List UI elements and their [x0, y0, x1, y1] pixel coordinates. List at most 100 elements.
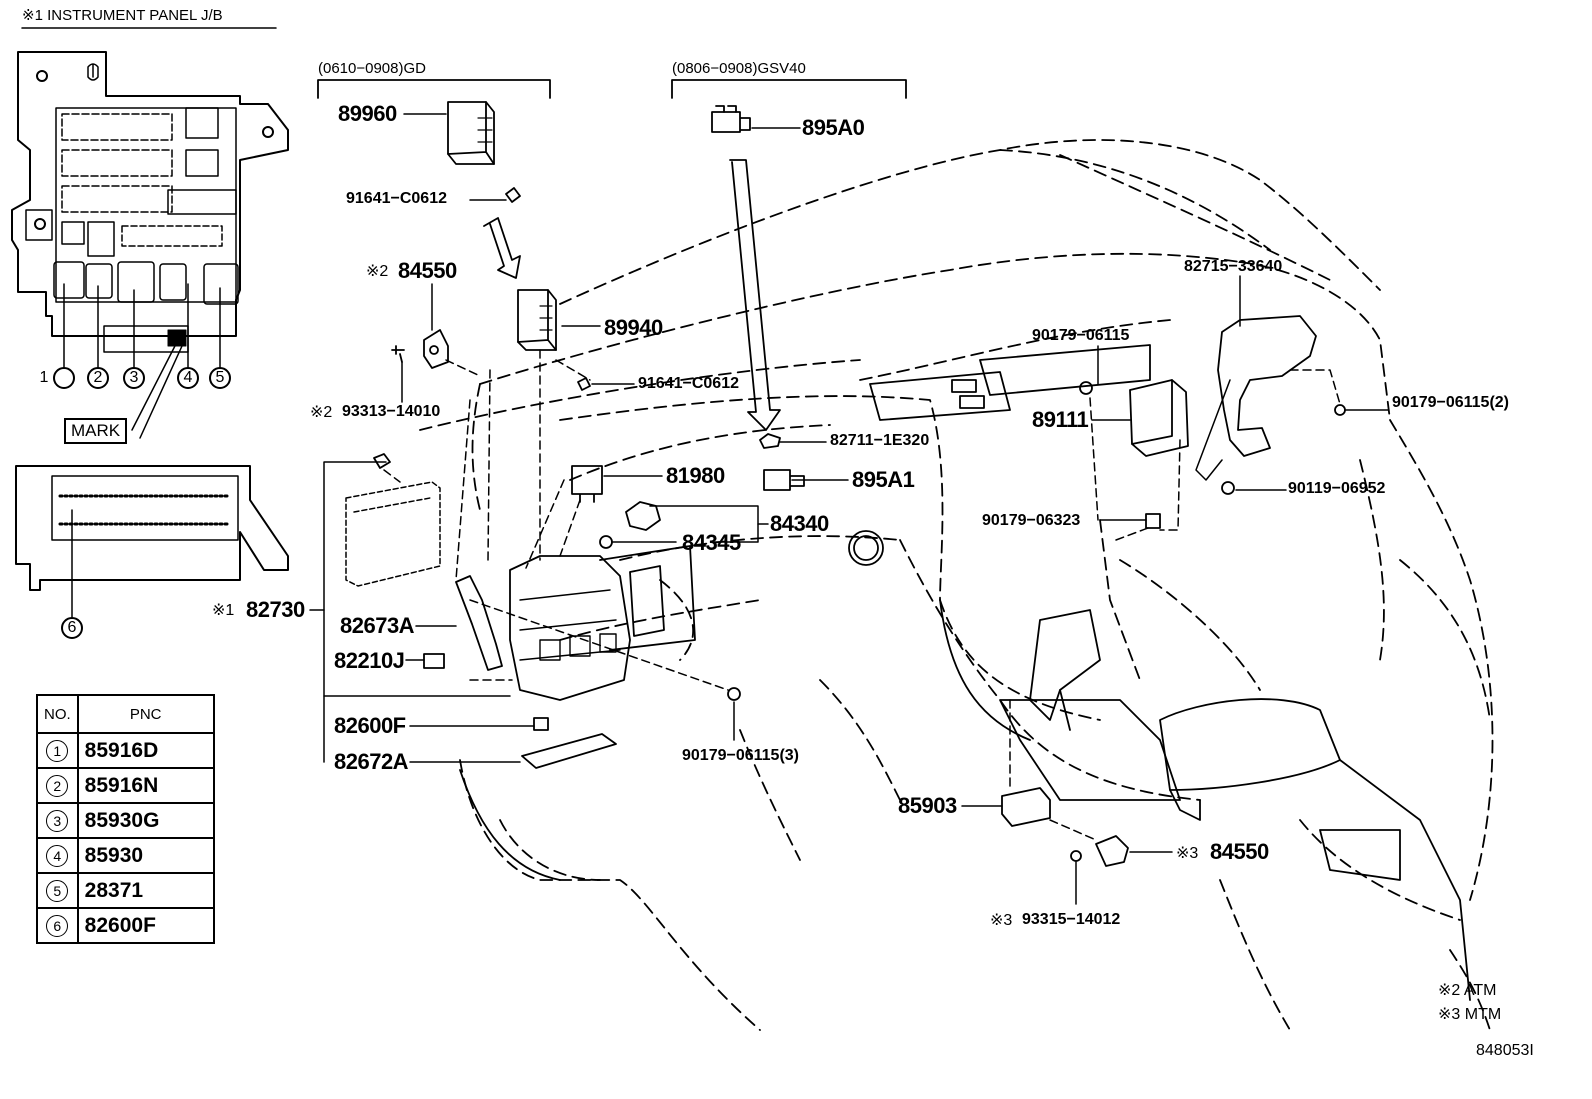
variant-gsv40: (0806−0908)GSV40: [672, 60, 806, 77]
part-85903: [1001, 787, 1051, 827]
label-82673A: 82673A: [340, 613, 415, 638]
part-84550a: [423, 329, 449, 369]
row-pnc: 85916D: [76, 732, 215, 769]
label-895A0: 895A0: [802, 115, 865, 140]
table-header-row: NO. PNC: [36, 694, 215, 734]
part-84345: [599, 535, 613, 549]
table-header-no: NO.: [36, 694, 79, 734]
part-90179-06323: [1145, 513, 1161, 529]
part-82711: [759, 433, 781, 449]
mark-label: MARK: [64, 418, 128, 444]
table-row: 2 85916N: [36, 767, 215, 804]
row-pnc: 85930: [76, 837, 215, 874]
label-84550-a-note: ※2: [366, 263, 389, 280]
note-atm: ※2 ATM: [1438, 982, 1497, 999]
label-82672A: 82672A: [334, 749, 409, 774]
junction-block-side-view: [15, 465, 289, 639]
pnc-table: NO. PNC 1 85916D 2 85916N 3 85930G 4 859…: [36, 694, 215, 944]
label-84550-a: 84550: [398, 258, 457, 283]
part-81980: [571, 465, 603, 503]
row-number: 1: [46, 739, 69, 762]
junction-block-top-view: [11, 51, 289, 439]
part-90179-06115: [1079, 381, 1093, 395]
label-93313: 93313−14010: [342, 403, 441, 420]
dashboard-outline: [419, 139, 1494, 1031]
label-93313-note: ※2: [310, 404, 333, 421]
label-82730: 82730: [246, 597, 305, 622]
jb-callout-3: 3: [129, 369, 139, 386]
jb-callout-5: 5: [215, 369, 225, 386]
part-91641b: [577, 377, 591, 391]
label-84345: 84345: [682, 530, 741, 555]
jb-callout-2: 2: [93, 369, 103, 386]
label-895A1: 895A1: [852, 467, 915, 492]
variant-gd: (0610−0908)GD: [318, 60, 426, 77]
label-91641-a: 91641−C0612: [346, 190, 447, 207]
row-number: 3: [46, 809, 69, 832]
illustration-id: 848053I: [1476, 1042, 1534, 1059]
arrow-to-89940: [483, 217, 521, 279]
label-90179-06115-2: 90179−06115(2): [1392, 394, 1509, 411]
part-82600F: [533, 717, 549, 731]
dashed-leaders: [383, 349, 1341, 841]
jb-callout-6: 6: [67, 619, 77, 636]
label-84340: 84340: [770, 511, 829, 536]
label-84550-b-note: ※3: [1176, 845, 1199, 862]
label-90179-06115: 90179−06115: [1032, 327, 1130, 344]
row-pnc: 85930G: [76, 802, 215, 839]
label-89960: 89960: [338, 101, 397, 126]
label-89111: 89111: [1032, 407, 1089, 432]
label-90119: 90119−06952: [1288, 480, 1386, 497]
part-90179-3: [727, 687, 741, 701]
part-82673A: [455, 575, 503, 671]
table-row: 1 85916D: [36, 732, 215, 769]
part-89960: [447, 101, 495, 165]
part-89940: [517, 289, 557, 351]
jb-callout-1: 1: [39, 369, 49, 386]
part-89111: [1129, 379, 1189, 457]
label-89940: 89940: [604, 315, 663, 340]
part-90179-2: [1334, 404, 1346, 416]
row-number: 6: [46, 914, 69, 937]
table-row: 3 85930G: [36, 802, 215, 839]
part-82210J: [423, 653, 445, 669]
part-90119: [1221, 481, 1235, 495]
part-84340: [625, 501, 661, 531]
label-91641-b: 91641−C0612: [638, 375, 739, 392]
label-82730-note: ※1: [212, 602, 235, 619]
table-row: 6 82600F: [36, 907, 215, 944]
label-90179-06115-3: 90179−06115(3): [682, 747, 799, 764]
part-82730-board: [345, 481, 441, 587]
label-82210J: 82210J: [334, 648, 405, 673]
label-82711: 82711−1E320: [830, 432, 930, 449]
table-row: 4 85930: [36, 837, 215, 874]
part-93313: [391, 345, 405, 363]
label-90179-06323: 90179−06323: [982, 512, 1081, 529]
label-81980: 81980: [666, 463, 725, 488]
part-84550b: [1095, 835, 1129, 867]
label-82600F: 82600F: [334, 713, 406, 738]
row-pnc: 82600F: [76, 907, 215, 944]
row-number: 4: [46, 844, 69, 867]
part-895A1: [763, 469, 805, 491]
part-82672A: [521, 733, 617, 769]
arrow-to-895A0: [729, 159, 781, 431]
label-93315-note: ※3: [990, 912, 1013, 929]
part-93315: [1070, 850, 1082, 862]
row-number: 2: [46, 774, 69, 797]
part-82715-bracket: [1195, 315, 1317, 481]
row-number: 5: [46, 879, 69, 902]
label-82715: 82715−33640: [1184, 258, 1283, 275]
part-91641a: [505, 187, 521, 203]
label-85903: 85903: [898, 793, 957, 818]
leader-lines: [309, 113, 1389, 905]
diagram-title: ※1 INSTRUMENT PANEL J/B: [22, 7, 223, 24]
note-mtm: ※3 MTM: [1438, 1006, 1502, 1023]
table-row: 5 28371: [36, 872, 215, 909]
row-pnc: 85916N: [76, 767, 215, 804]
label-93315: 93315−14012: [1022, 911, 1121, 928]
dashboard-solid: [459, 344, 1471, 1001]
label-84550-b: 84550: [1210, 839, 1269, 864]
